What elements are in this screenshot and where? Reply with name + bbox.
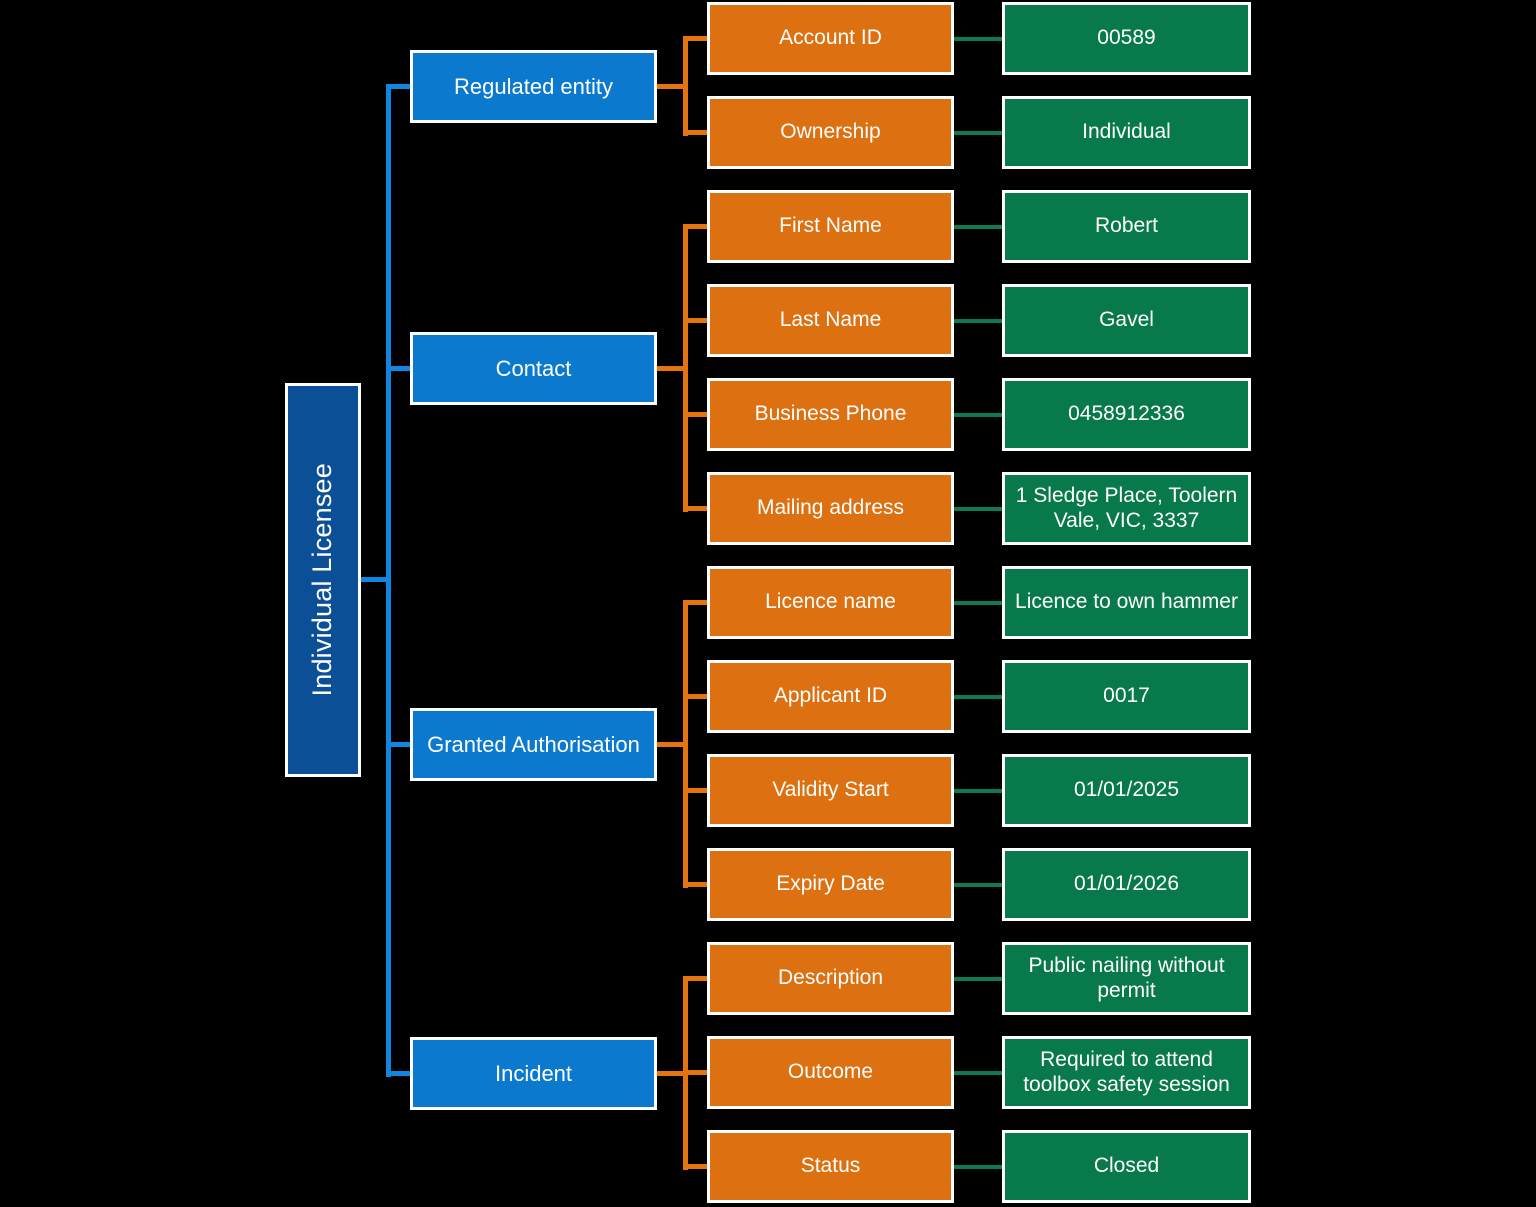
- attribute-node-business-phone[interactable]: Business Phone: [707, 378, 954, 451]
- value-node-business-phone-label: 0458912336: [1068, 402, 1185, 426]
- green-connector-ownership: [954, 131, 1002, 135]
- root-node-individual-licensee[interactable]: Individual Licensee: [285, 383, 361, 777]
- green-connector-business-phone: [954, 413, 1002, 417]
- value-node-first-name-label: Robert: [1094, 214, 1159, 238]
- orange-stub-ownership: [683, 130, 709, 135]
- attribute-node-status[interactable]: Status: [707, 1130, 954, 1203]
- attribute-node-mailing-address-label: Mailing address: [756, 496, 905, 520]
- value-node-ownership: Individual: [1002, 96, 1251, 169]
- blue-stub-incident: [386, 1071, 413, 1076]
- value-node-validity-start-label: 01/01/2025: [1073, 778, 1180, 802]
- green-connector-description: [954, 977, 1002, 981]
- value-node-mailing-address: 1 Sledge Place, Toolern Vale, VIC, 3337: [1002, 472, 1251, 545]
- attribute-node-outcome[interactable]: Outcome: [707, 1036, 954, 1109]
- blue-connector-root: [361, 577, 391, 582]
- green-connector-account-id: [954, 37, 1002, 41]
- category-node-contact-label: Contact: [495, 355, 572, 381]
- green-connector-last-name: [954, 319, 1002, 323]
- blue-stub-regulated-entity: [386, 84, 413, 89]
- value-node-validity-start: 01/01/2025: [1002, 754, 1251, 827]
- value-node-licence-name: Licence to own hammer: [1002, 566, 1251, 639]
- attribute-node-mailing-address[interactable]: Mailing address: [707, 472, 954, 545]
- green-connector-status: [954, 1165, 1002, 1169]
- attribute-node-applicant-id-label: Applicant ID: [773, 684, 888, 708]
- root-node-label: Individual Licensee: [307, 463, 338, 697]
- value-node-ownership-label: Individual: [1082, 120, 1171, 144]
- orange-stub-last-name: [683, 318, 709, 323]
- attribute-node-licence-name-label: Licence name: [765, 590, 896, 614]
- value-node-status: Closed: [1002, 1130, 1251, 1203]
- attribute-node-validity-start[interactable]: Validity Start: [707, 754, 954, 827]
- attribute-node-first-name-label: First Name: [779, 214, 882, 238]
- orange-connector-granted-authorisation: [657, 741, 688, 747]
- value-node-mailing-address-label: 1 Sledge Place, Toolern Vale, VIC, 3337: [1015, 483, 1238, 532]
- attribute-node-outcome-label: Outcome: [787, 1060, 874, 1084]
- category-node-incident[interactable]: Incident: [410, 1037, 657, 1110]
- value-node-description-label: Public nailing without permit: [1028, 953, 1225, 1002]
- attribute-node-account-id[interactable]: Account ID: [707, 2, 954, 75]
- value-node-licence-name-label: Licence to own hammer: [1015, 590, 1238, 614]
- category-node-granted-authorisation[interactable]: Granted Authorisation: [410, 708, 657, 781]
- attribute-node-expiry-date[interactable]: Expiry Date: [707, 848, 954, 921]
- orange-stub-applicant-id: [683, 694, 709, 699]
- orange-stub-account-id: [683, 36, 709, 41]
- orange-stub-business-phone: [683, 412, 709, 417]
- value-node-business-phone: 0458912336: [1002, 378, 1251, 451]
- blue-stub-contact: [386, 366, 413, 371]
- attribute-node-account-id-label: Account ID: [779, 26, 882, 50]
- orange-connector-contact: [657, 365, 688, 371]
- green-connector-first-name: [954, 225, 1002, 229]
- green-connector-validity-start: [954, 789, 1002, 793]
- blue-stub-granted-authorisation: [386, 742, 413, 747]
- value-node-last-name: Gavel: [1002, 284, 1251, 357]
- orange-stub-first-name: [683, 224, 709, 229]
- orange-stub-mailing-address: [683, 506, 709, 511]
- orange-stub-expiry-date: [683, 882, 709, 887]
- green-connector-mailing-address: [954, 507, 1002, 511]
- category-node-incident-label: Incident: [494, 1060, 573, 1086]
- attribute-node-validity-start-label: Validity Start: [772, 778, 889, 802]
- value-node-description: Public nailing without permit: [1002, 942, 1251, 1015]
- category-node-contact[interactable]: Contact: [410, 332, 657, 405]
- value-node-status-label: Closed: [1093, 1154, 1160, 1178]
- value-node-account-id-label: 00589: [1097, 26, 1156, 50]
- attribute-node-description[interactable]: Description: [707, 942, 954, 1015]
- value-node-applicant-id: 0017: [1002, 660, 1251, 733]
- category-node-regulated-entity[interactable]: Regulated entity: [410, 50, 657, 123]
- attribute-node-description-label: Description: [777, 966, 884, 990]
- category-node-regulated-entity-label: Regulated entity: [454, 73, 613, 99]
- value-node-outcome: Required to attend toolbox safety sessio…: [1002, 1036, 1251, 1109]
- orange-stub-outcome: [683, 1070, 709, 1075]
- attribute-node-ownership[interactable]: Ownership: [707, 96, 954, 169]
- orange-stub-validity-start: [683, 788, 709, 793]
- value-node-applicant-id-label: 0017: [1103, 684, 1150, 708]
- attribute-node-first-name[interactable]: First Name: [707, 190, 954, 263]
- value-node-outcome-label: Required to attend toolbox safety sessio…: [1023, 1047, 1230, 1096]
- attribute-node-ownership-label: Ownership: [780, 120, 881, 144]
- attribute-node-status-label: Status: [800, 1154, 861, 1178]
- orange-stub-description: [683, 976, 709, 981]
- green-connector-outcome: [954, 1071, 1002, 1075]
- value-node-account-id: 00589: [1002, 2, 1251, 75]
- value-node-expiry-date-label: 01/01/2026: [1073, 872, 1180, 896]
- attribute-node-last-name[interactable]: Last Name: [707, 284, 954, 357]
- category-node-granted-authorisation-label: Granted Authorisation: [427, 731, 640, 757]
- orange-connector-regulated-entity: [657, 83, 688, 89]
- orange-stub-status: [683, 1164, 709, 1169]
- attribute-node-expiry-date-label: Expiry Date: [776, 872, 885, 896]
- attribute-node-last-name-label: Last Name: [779, 308, 882, 332]
- green-connector-licence-name: [954, 601, 1002, 605]
- attribute-node-applicant-id[interactable]: Applicant ID: [707, 660, 954, 733]
- attribute-node-licence-name[interactable]: Licence name: [707, 566, 954, 639]
- orange-stub-licence-name: [683, 600, 709, 605]
- value-node-last-name-label: Gavel: [1099, 308, 1154, 332]
- green-connector-expiry-date: [954, 883, 1002, 887]
- orange-connector-incident: [657, 1070, 688, 1076]
- attribute-node-business-phone-label: Business Phone: [754, 402, 907, 426]
- value-node-expiry-date: 01/01/2026: [1002, 848, 1251, 921]
- green-connector-applicant-id: [954, 695, 1002, 699]
- value-node-first-name: Robert: [1002, 190, 1251, 263]
